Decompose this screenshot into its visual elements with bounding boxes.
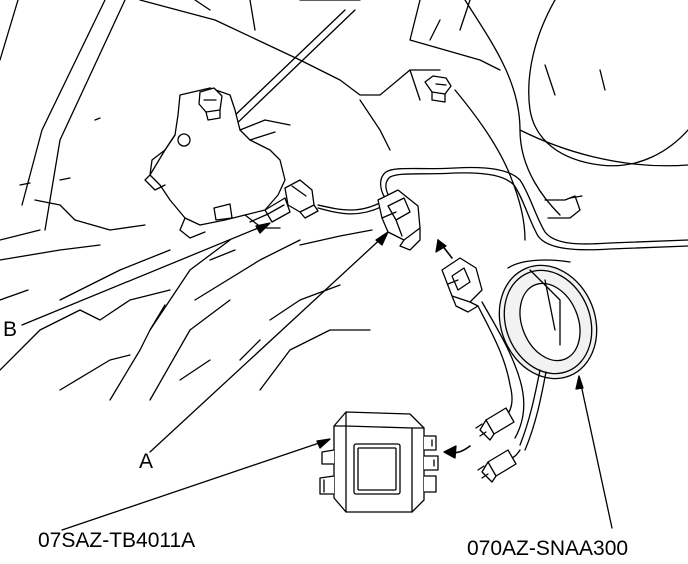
control-unit xyxy=(319,411,439,513)
harness-wires xyxy=(317,166,688,251)
kit-wires xyxy=(477,301,547,460)
body-bolt xyxy=(424,75,452,103)
part-number-harness: 070AZ-SNAA300 xyxy=(467,537,629,560)
part-number-control-unit: 07SAZ-TB4011A xyxy=(38,529,196,552)
leader-lines xyxy=(21,223,613,531)
callout-label-a: A xyxy=(139,450,154,473)
mounting-bracket xyxy=(144,87,291,239)
mate-arrow-unit xyxy=(443,445,471,459)
connector-a xyxy=(377,189,421,251)
coiled-harness xyxy=(498,259,598,380)
connector-b xyxy=(249,179,319,223)
leader-arrowheads xyxy=(255,222,584,449)
plug-upper xyxy=(475,407,515,441)
kit-connector xyxy=(441,257,483,313)
body-frame-outline xyxy=(0,0,688,401)
mate-arrow-connector xyxy=(435,239,453,259)
callout-label-b: B xyxy=(3,318,18,341)
plug-lower xyxy=(477,449,517,483)
